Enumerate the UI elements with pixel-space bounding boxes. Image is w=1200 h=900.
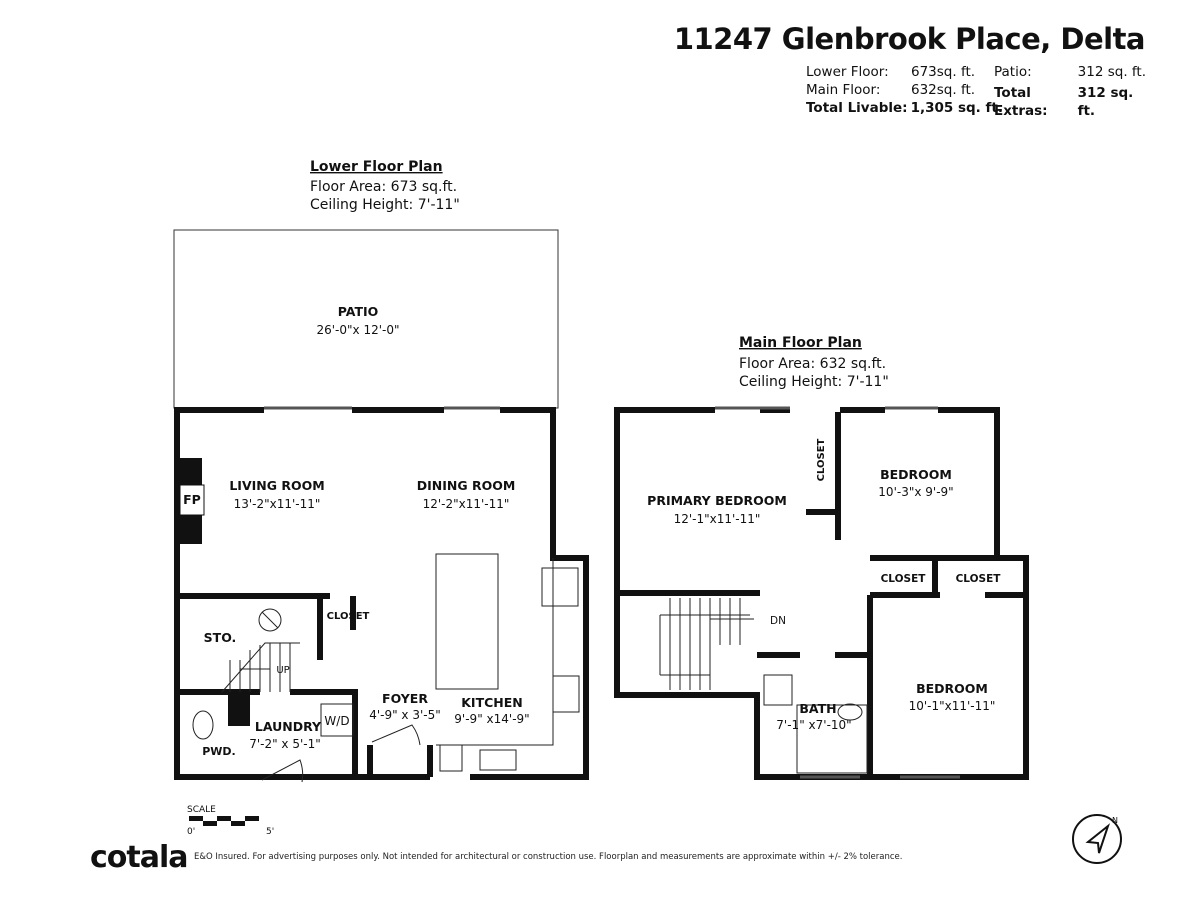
primary-bedroom-dims: 12'-1"x11'-11": [674, 512, 761, 526]
extras-stats: Patio: 312 sq. ft. Total Extras: 312 sq. f…: [994, 63, 1146, 120]
water-heater: [258, 608, 282, 632]
main-stairs: [659, 598, 754, 690]
stairs-down-label: DN: [770, 615, 786, 627]
storage-label: STO.: [204, 630, 237, 645]
main-floor-title: Main Floor Plan: [739, 335, 862, 351]
scale-bar: [189, 816, 259, 826]
main-floor-area: Floor Area: 632 sq.ft.: [739, 356, 886, 372]
scale-label: SCALE: [187, 805, 216, 815]
lower-stairs: [221, 642, 300, 693]
patio-area: [173, 229, 559, 409]
laundry-label: LAUNDRY: [255, 719, 322, 734]
dishwasher: [439, 744, 463, 772]
main-floor-label: Main Floor:: [806, 82, 881, 98]
total-extras-value: 312 sq. ft.: [1077, 85, 1134, 119]
kitchen-island: [435, 553, 499, 690]
dining-room-dims: 12'-2"x11'-11": [423, 497, 510, 511]
main-floor-walls: [614, 406, 1029, 780]
toilet: [192, 710, 214, 740]
bathtub: [796, 704, 868, 774]
foyer-dims: 4'-9" x 3'-5": [369, 708, 441, 722]
address-title: 11247 Glenbrook Place, Delta: [673, 22, 1146, 56]
sink: [479, 749, 517, 771]
floor-area-stats: Lower Floor: 673sq. ft. Main Floor: 632sq.…: [806, 63, 1003, 117]
powder-room-label: PWD.: [202, 745, 236, 758]
lower-floor-area: Floor Area: 673 sq.ft.: [310, 179, 457, 195]
kitchen-counter: [436, 558, 554, 746]
foyer-label: FOYER: [382, 691, 428, 706]
bedroom-1-label: BEDROOM: [880, 467, 952, 482]
main-floor-ceiling: Ceiling Height: 7'-11": [739, 374, 889, 390]
cooktop: [552, 675, 580, 713]
total-livable-label: Total Livable:: [806, 100, 908, 116]
main-floor-value: 632sq. ft.: [911, 82, 976, 98]
dining-room-label: DINING ROOM: [417, 478, 516, 493]
lower-floor-walls: [174, 406, 589, 780]
washer-dryer: [320, 703, 354, 737]
bath-toilet: [837, 703, 863, 721]
cotala-logo: cotala: [90, 840, 189, 875]
lower-floor-label: Lower Floor:: [806, 64, 889, 80]
bedroom-2-dims: 10'-1"x11'-11": [909, 699, 996, 713]
living-room-label: LIVING ROOM: [229, 478, 324, 493]
patio-label: PATIO: [338, 304, 379, 319]
laundry-dims: 7'-2" x 5'-1": [249, 737, 321, 751]
total-livable-value: 1,305 sq. ft.: [910, 100, 1003, 116]
north-arrow-icon: N: [1072, 814, 1122, 864]
patio-value: 312 sq. ft.: [1077, 64, 1146, 80]
scale-start: 0': [187, 827, 195, 837]
kitchen-label: KITCHEN: [461, 695, 523, 710]
bath-sink: [763, 674, 793, 706]
primary-bedroom-label: PRIMARY BEDROOM: [647, 493, 787, 508]
compass-label: N: [1112, 816, 1118, 825]
bath-label: BATH: [799, 701, 836, 716]
disclaimer: E&O Insured. For advertising purposes on…: [194, 852, 903, 862]
laundry-door[interactable]: [261, 759, 304, 783]
fireplace-label: FP: [183, 492, 201, 507]
closet-2-label: CLOSET: [881, 573, 927, 585]
patio-dims: 26'-0"x 12'-0": [316, 323, 399, 337]
scale-end: 5': [266, 827, 274, 837]
foyer-door[interactable]: [371, 724, 421, 746]
lower-floor-ceiling: Ceiling Height: 7'-11": [310, 197, 460, 213]
lower-closet-label: CLOSET: [327, 611, 370, 622]
fridge: [541, 567, 579, 607]
bedroom-1-dims: 10'-3"x 9'-9": [878, 485, 953, 499]
lower-floor-title: Lower Floor Plan: [310, 159, 443, 175]
lower-floor-value: 673sq. ft.: [911, 64, 976, 80]
total-extras-label: Total Extras:: [994, 85, 1048, 119]
bedroom-2-label: BEDROOM: [916, 681, 988, 696]
stairs-up-label: UP: [276, 665, 289, 676]
living-room-dims: 13'-2"x11'-11": [234, 497, 321, 511]
closet-3-label: CLOSET: [956, 573, 1002, 585]
patio-label: Patio:: [994, 64, 1032, 80]
kitchen-dims: 9'-9" x14'-9": [454, 712, 529, 726]
primary-closet-label: CLOSET: [816, 438, 827, 481]
wd-label: W/D: [324, 714, 349, 728]
bath-dims: 7'-1" x7'-10": [776, 718, 851, 732]
